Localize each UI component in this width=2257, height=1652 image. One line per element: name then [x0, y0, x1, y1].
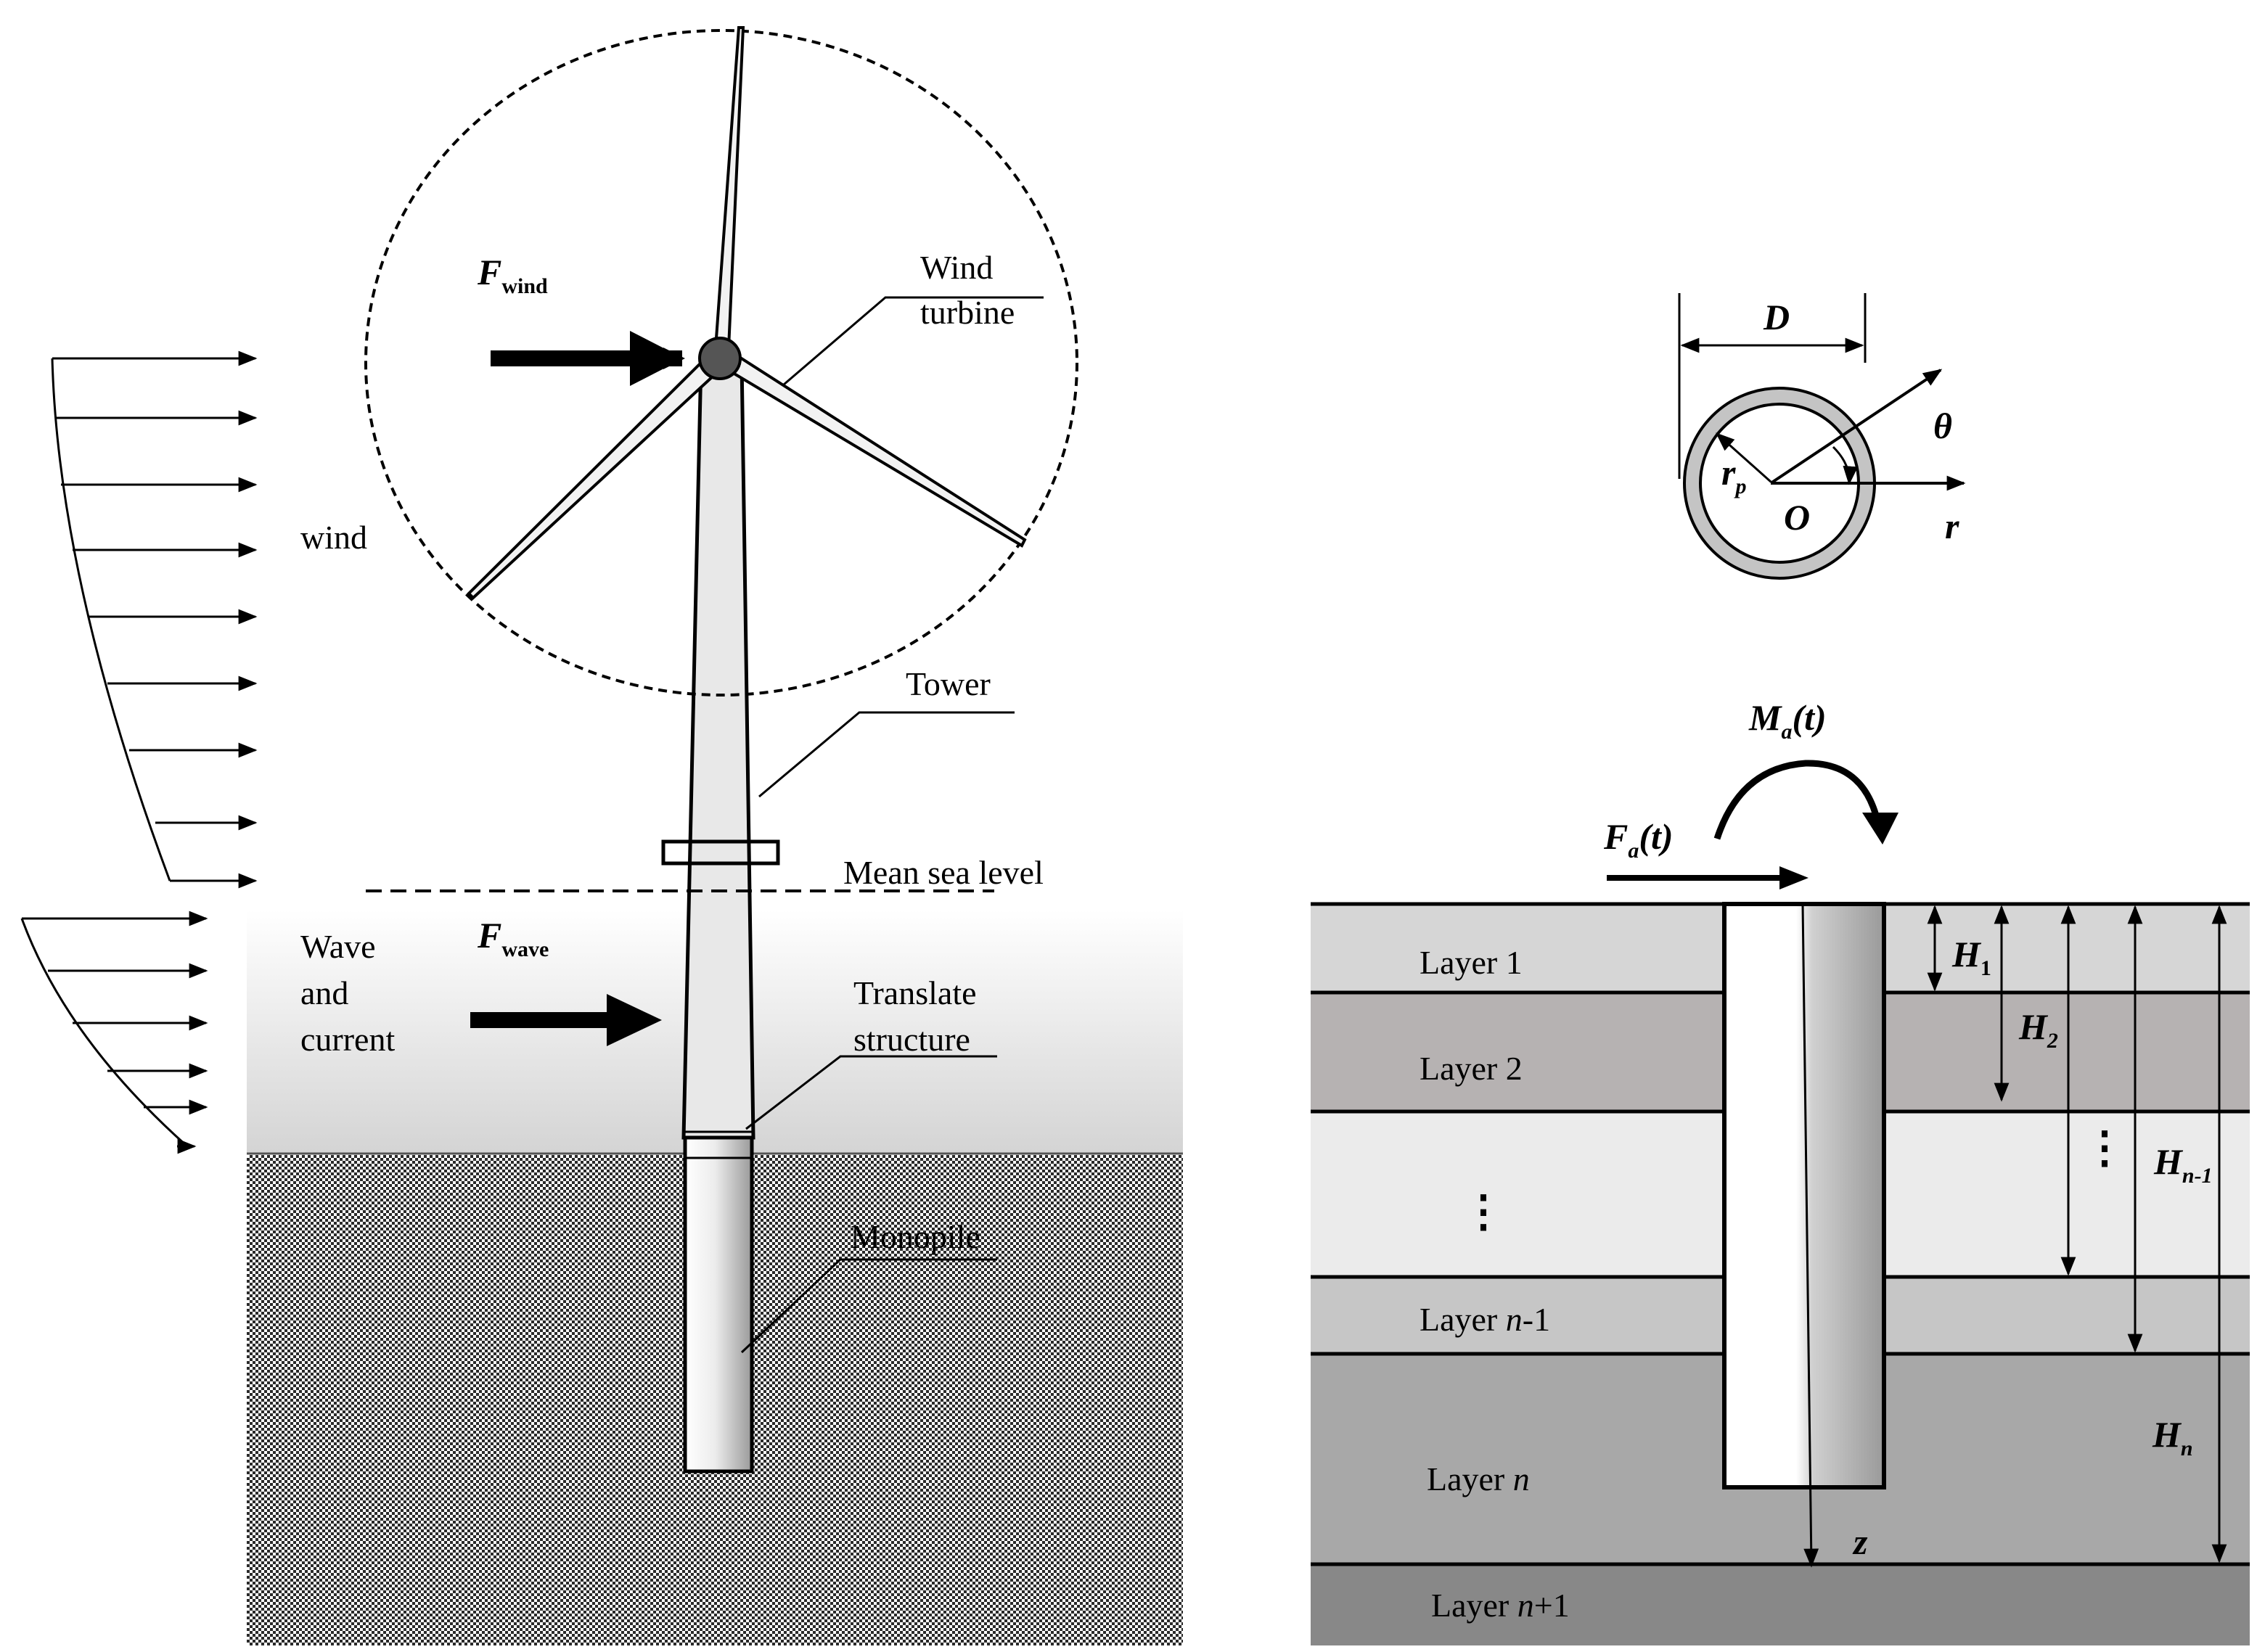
layer-n-plus-1-label: Layer n+1	[1431, 1587, 1570, 1624]
wind-turbine-callout	[783, 296, 1044, 386]
z-axis	[1801, 903, 1819, 1568]
wave-current-label: Wave and current	[300, 928, 395, 1058]
z-axis-label: z	[1852, 1521, 1868, 1562]
blade-up	[713, 26, 745, 350]
tower-callout	[758, 711, 1015, 798]
radius-dimension	[1716, 432, 1771, 483]
blade-left	[467, 350, 725, 600]
monopile-callout	[740, 1258, 997, 1354]
tower-label: Tower	[906, 665, 991, 702]
r-axis-label: r	[1945, 506, 1959, 546]
moment-arrow	[1713, 760, 1883, 840]
tower	[681, 359, 755, 1140]
layer-2-label: Layer 2	[1420, 1050, 1523, 1087]
horizontal-force-label: Fa(t)	[1603, 816, 1674, 863]
hub	[698, 337, 742, 380]
moment-arrowhead	[1862, 813, 1898, 845]
radial-line	[1769, 369, 1943, 485]
wind-profile-curve	[51, 358, 171, 882]
layer-ellipsis-left: ⋮	[1462, 1188, 1505, 1236]
depth-label-h1: H1	[1951, 934, 1991, 980]
origin-label: O	[1784, 497, 1810, 538]
radius-label: rp	[1721, 452, 1746, 498]
monopile	[683, 1135, 754, 1474]
current-profile	[20, 911, 208, 1154]
theta-label: θ	[1933, 406, 1952, 446]
wind-label: wind	[300, 519, 367, 556]
depth-label-h2: H2	[2018, 1006, 2058, 1053]
diameter-label: D	[1763, 297, 1790, 337]
platform	[661, 839, 780, 866]
translate-structure-label: Translate structure	[853, 974, 985, 1058]
layer-n-plus-1-band	[1311, 1564, 2250, 1645]
theta-arc	[1832, 445, 1859, 485]
depth-label-h-n: Hn	[2152, 1414, 2193, 1460]
layer-1-label: Layer 1	[1420, 944, 1523, 981]
depth-label-h-n-minus-1: Hn-1	[2153, 1141, 2213, 1188]
wave-force-label: Fwave	[477, 915, 549, 961]
current-profile-curve	[20, 918, 188, 1148]
wave-force-arrowhead	[607, 994, 662, 1046]
horizontal-force-arrowhead	[1779, 866, 1809, 889]
moment-label: Ma(t)	[1748, 697, 1827, 744]
wind-force-arrowhead	[630, 331, 684, 386]
wind-profile	[51, 350, 258, 889]
wind-turbine-label: Wind turbine	[920, 249, 1015, 331]
left-panel: Fwind Fwave Mean sea level wind	[20, 26, 1183, 1645]
pile-cross-section: D r θ rp O	[1678, 293, 1966, 580]
translate-structure-callout	[745, 1055, 997, 1130]
layer-n-label: Layer n	[1427, 1460, 1530, 1497]
monopile-label: Monopile	[851, 1218, 980, 1255]
soil-profile: z Layer 1 Layer 2 ⋮ Layer n-1 Layer n La…	[1311, 697, 2250, 1645]
rotor-swept-circle	[364, 29, 1078, 696]
wind-force-label: Fwind	[477, 252, 548, 298]
depth-ellipsis: ⋮	[2083, 1124, 2126, 1172]
blade-right	[724, 348, 1027, 548]
mean-sea-level-label: Mean sea level	[843, 854, 1044, 891]
layer-n-minus-1-label: Layer n-1	[1420, 1301, 1550, 1338]
